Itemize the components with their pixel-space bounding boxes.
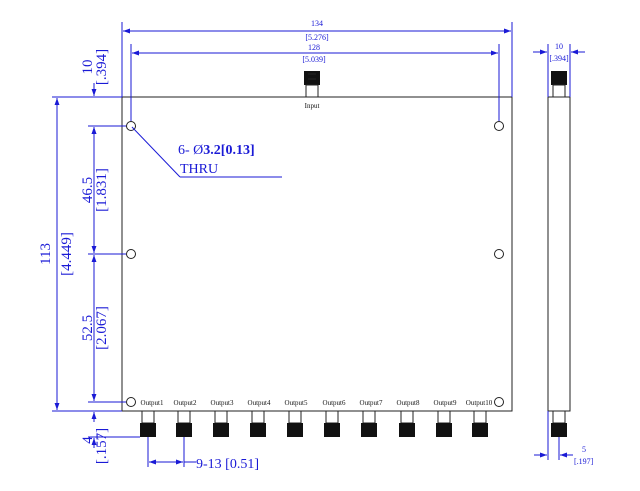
output-label-7: Output7 bbox=[360, 399, 383, 407]
upper-hole-spacing-mm: 46.5 bbox=[80, 177, 96, 203]
output-connectors bbox=[140, 410, 488, 437]
side-view-input-connector bbox=[551, 71, 567, 98]
input-connector bbox=[304, 71, 320, 98]
upper-hole-spacing-inch: [1.831] bbox=[94, 168, 110, 212]
output-label-10: Output10 bbox=[466, 399, 493, 407]
mounting-hole-top-left bbox=[126, 121, 136, 131]
output-connector-1 bbox=[140, 410, 156, 437]
side-view-output-connector bbox=[551, 410, 567, 437]
output-connector-10 bbox=[472, 410, 488, 437]
side-thickness-mm: 10 bbox=[555, 42, 563, 51]
mounting-hole-mid-right bbox=[494, 249, 504, 259]
side-view-outline bbox=[547, 96, 571, 412]
overall-height-inch: [4.449] bbox=[59, 232, 75, 276]
output-label-1: Output1 bbox=[141, 399, 164, 407]
output-connector-9 bbox=[436, 410, 452, 437]
output-label-6: Output6 bbox=[323, 399, 346, 407]
side-connector-offset-inch: [.197] bbox=[574, 457, 594, 466]
connector-pitch-label: 9-13 [0.51] bbox=[196, 457, 259, 472]
output-label-4: Output4 bbox=[248, 399, 271, 407]
output-connector-2 bbox=[176, 410, 192, 437]
output-connector-7 bbox=[361, 410, 377, 437]
output-label-9: Output9 bbox=[434, 399, 457, 407]
output-labels: Output1 Output2 Output3 Output4 Output5 … bbox=[141, 399, 493, 407]
output-connector-4 bbox=[250, 410, 266, 437]
lower-hole-spacing-inch: [2.067] bbox=[94, 306, 110, 350]
output-connector-8 bbox=[399, 410, 415, 437]
output-label-8: Output8 bbox=[397, 399, 420, 407]
overall-width-mm: 134 bbox=[311, 19, 323, 28]
hole-width-mm: 128 bbox=[308, 43, 320, 52]
mounting-hole-top-right bbox=[494, 121, 504, 131]
top-offset-mm: 10 bbox=[80, 60, 96, 75]
output-connector-5 bbox=[287, 410, 303, 437]
hole-diameter: 3.2[0.13] bbox=[203, 143, 254, 158]
hole-count: 6- bbox=[178, 143, 193, 158]
bottom-offset-mm: 4 bbox=[80, 436, 96, 444]
bottom-offset-inch: [.157] bbox=[94, 428, 110, 464]
hole-callout-thru: THRU bbox=[180, 162, 218, 177]
output-connector-6 bbox=[324, 410, 340, 437]
output-label-2: Output2 bbox=[174, 399, 197, 407]
hole-callout-text: 6- Ø3.2[0.13] bbox=[178, 143, 255, 158]
output-connector-3 bbox=[213, 410, 229, 437]
mounting-hole-bottom-left bbox=[126, 397, 136, 407]
side-connector-offset-mm: 5 bbox=[582, 445, 586, 454]
output-label-5: Output5 bbox=[285, 399, 308, 407]
side-thickness-inch: [.394] bbox=[549, 54, 569, 63]
mounting-hole-bottom-right bbox=[494, 397, 504, 407]
hole-width-inch: [5.039] bbox=[302, 55, 326, 64]
lower-hole-spacing-mm: 52.5 bbox=[80, 315, 96, 341]
overall-height-mm: 113 bbox=[38, 243, 54, 265]
diameter-symbol-icon: Ø bbox=[193, 143, 203, 158]
overall-width-inch: [5.276] bbox=[305, 33, 329, 42]
input-label: Input bbox=[305, 102, 320, 110]
mounting-hole-mid-left bbox=[126, 249, 136, 259]
output-label-3: Output3 bbox=[211, 399, 234, 407]
hole-callout-leader bbox=[131, 126, 181, 178]
top-offset-inch: [.394] bbox=[94, 49, 110, 85]
